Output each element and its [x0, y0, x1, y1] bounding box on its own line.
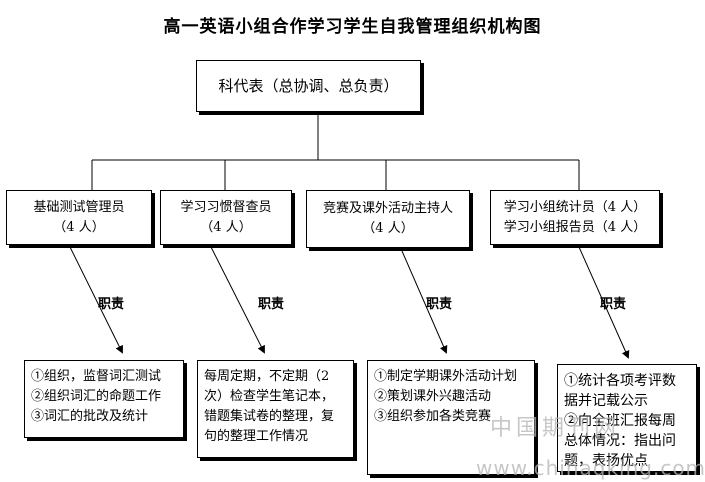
role-line: 竞赛及课外活动主持人: [322, 201, 453, 216]
role-line: 学习小组报告员（4 人）: [503, 219, 647, 235]
duty-label-3: 职责: [426, 297, 453, 312]
duty-label-1: 职责: [98, 297, 125, 312]
role-line: （4 人）: [200, 219, 252, 235]
role-line: 学习习惯督查员: [180, 199, 272, 215]
duty-line: ②组织词汇的命题工作: [31, 389, 162, 404]
diagram-title: 高一英语小组合作学习学生自我管理组织机构图: [163, 17, 542, 37]
duty-line: ①统计各项考评数: [564, 373, 676, 389]
role-line: （4 人）: [53, 219, 105, 235]
role-line: 基础测试管理员: [33, 199, 125, 215]
duty-line: 题，表扬优点: [564, 453, 648, 469]
arrow-3: [401, 250, 448, 354]
duty-line: ③组织参加各类竞赛: [374, 409, 492, 424]
role-box-activity-host: 竞赛及课外活动主持人 （4 人）: [306, 190, 470, 248]
role-box-stat-reporter: 学习小组统计员（4 人） 学习小组报告员（4 人）: [490, 190, 660, 245]
duty-line: ③词汇的批改及统计: [31, 409, 149, 424]
duty-line: 据并记载公示: [564, 393, 648, 409]
duty-box-activity-host: ①制定学期课外活动计划 ②策划课外兴趣活动 ③组织参加各类竞赛: [367, 360, 535, 475]
duty-line: ②向全班汇报每周: [564, 413, 676, 429]
arrow-1: [69, 246, 123, 354]
role-line: 学习小组统计员（4 人）: [503, 199, 647, 215]
duty-box-stat-reporter: ①统计各项考评数 据并记载公示 ②向全班汇报每周 总体情况：指出问 题，表扬优点: [557, 364, 697, 472]
duty-line: 每周定期，不定期（2: [204, 369, 330, 384]
duty-line: 句的整理工作情况: [204, 429, 309, 444]
duty-line: 次）检查学生笔记本，: [204, 389, 335, 404]
duty-box-habit-inspector: 每周定期，不定期（2 次）检查学生笔记本， 错题集试卷的整理，复 句的整理工作情…: [197, 360, 354, 458]
role-box-test-manager: 基础测试管理员 （4 人）: [6, 190, 152, 245]
duty-line: ①制定学期课外活动计划: [374, 369, 518, 384]
role-line: （4 人）: [362, 221, 414, 236]
duty-label-4: 职责: [600, 297, 627, 312]
duty-line: 错题集试卷的整理，复: [204, 409, 335, 424]
duty-line: ②策划课外兴趣活动: [374, 389, 492, 404]
root-label: 科代表（总协调、总负责）: [218, 77, 399, 95]
duty-line: ①组织，监督词汇测试: [31, 369, 162, 384]
duty-label-2: 职责: [258, 297, 285, 312]
duty-line: 总体情况：指出问: [564, 433, 676, 449]
arrow-4: [578, 246, 630, 359]
duty-box-test-manager: ①组织，监督词汇测试 ②组织词汇的命题工作 ③词汇的批改及统计: [24, 360, 184, 438]
arrow-2: [210, 246, 265, 354]
role-box-habit-inspector: 学习习惯督查员 （4 人）: [160, 190, 292, 245]
root-box: 科代表（总协调、总负责）: [196, 60, 421, 112]
